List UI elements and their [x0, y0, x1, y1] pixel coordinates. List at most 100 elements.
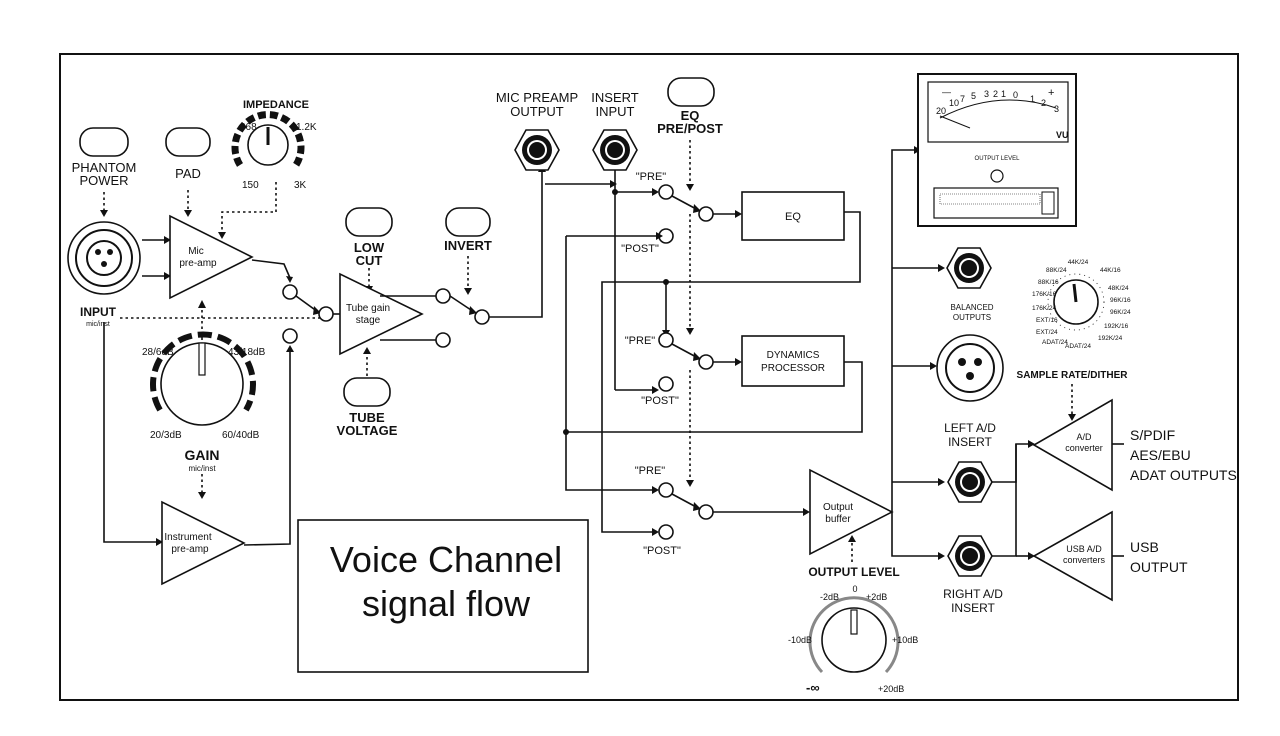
gain-knob[interactable] [150, 331, 256, 426]
eq-pre-post-button[interactable] [667, 77, 715, 107]
eq-block [741, 191, 845, 241]
impedance-150: 150 [242, 180, 259, 191]
invert-switch [474, 309, 490, 325]
vu-minus: — [942, 87, 951, 97]
rate-176k16: 176K/16 [1032, 291, 1057, 298]
input-jack[interactable] [67, 221, 141, 295]
gain-43: 43/18dB [228, 347, 266, 358]
low-cut-button[interactable] [345, 207, 393, 237]
rate-96k16: 96K/16 [1110, 297, 1131, 304]
dyn-post-contact [658, 376, 674, 392]
out-post-label: "POST" [643, 545, 681, 557]
instrument-preamp-block [161, 500, 246, 586]
adat-output-label: ADAT OUTPUTS [1130, 467, 1237, 483]
gain-switch-top-contact [282, 284, 298, 300]
invert-button[interactable] [445, 207, 491, 237]
invert-label: INVERT [444, 238, 492, 253]
impedance-368: 368 [240, 122, 257, 133]
vu-scale-1: 1 [1001, 89, 1006, 99]
meter-led [990, 169, 1004, 183]
dyn-post-label: "POST" [641, 395, 679, 407]
sample-rate-label: SAMPLE RATE/DITHER [1017, 370, 1129, 381]
gain-switch-bottom-contact [282, 328, 298, 344]
vu-scale-20: 20 [936, 106, 946, 116]
input-sub-label: mic/inst [86, 321, 110, 328]
out-level-minf: -∞ [806, 680, 820, 695]
dyn-pre-contact [658, 332, 674, 348]
out-level-p2: +2dB [866, 592, 887, 602]
tube-gain-stage-block [339, 272, 424, 356]
right-ad-insert-jack[interactable] [947, 535, 993, 577]
left-ad-insert-jack[interactable] [947, 461, 993, 503]
output-level-knob[interactable] [808, 596, 900, 674]
meter-output-level-label: OUTPUT LEVEL [975, 156, 1021, 162]
rate-96k24: 96K/24 [1110, 309, 1131, 316]
vu-plus: + [1048, 87, 1054, 99]
rate-44k24: 44K/24 [1068, 259, 1089, 266]
out-pre-contact [658, 482, 674, 498]
rate-192k16: 192K/16 [1104, 323, 1129, 330]
eq-post-label: "POST" [621, 243, 659, 255]
rate-88k16: 88K/16 [1038, 279, 1059, 286]
sample-rate-knob[interactable] [1047, 273, 1105, 331]
eq-pre-contact [658, 184, 674, 200]
gain-60: 60/40dB [222, 430, 260, 441]
usb-output-label-1: USB [1130, 539, 1159, 555]
dyn-switch [698, 354, 714, 370]
ad-converter-block [1032, 398, 1113, 492]
invert-switch-top-contact [435, 288, 451, 304]
rate-48k24: 48K/24 [1108, 285, 1129, 292]
vu-label: VU [1056, 130, 1069, 140]
rate-ext16: EXT/16 [1036, 317, 1058, 324]
mic-preamp-output-jack[interactable] [514, 129, 560, 171]
rate-ext24: EXT/24 [1036, 329, 1058, 336]
balanced-output-jack[interactable] [946, 247, 992, 289]
eq-pre-label: "PRE" [636, 171, 667, 183]
pad-label: PAD [175, 166, 201, 181]
aesebu-output-label: AES/EBU [1130, 447, 1191, 463]
rate-44k16: 44K/16 [1100, 267, 1121, 274]
out-switch [698, 504, 714, 520]
rate-88k24: 88K/24 [1046, 267, 1067, 274]
dynamics-block [741, 335, 845, 387]
vu-scale-7: 7 [960, 94, 965, 104]
tube-voltage-button[interactable] [343, 377, 391, 407]
vu-scale-p1: 1 [1030, 94, 1035, 104]
vu-scale-10: 10 [949, 98, 959, 108]
impedance-label: IMPEDANCE [243, 99, 309, 111]
usb-output-label-2: OUTPUT [1130, 559, 1188, 575]
spdif-output-label: S/PDIF [1130, 427, 1175, 443]
impedance-knob[interactable] [231, 111, 305, 167]
out-level-m10: -10dB [788, 635, 812, 645]
vu-scale-0: 0 [1013, 90, 1018, 100]
out-pre-label: "PRE" [635, 465, 666, 477]
outer-frame [59, 53, 1239, 701]
impedance-3k: 3K [294, 180, 307, 191]
insert-input-jack[interactable] [592, 129, 638, 171]
mic-preamp-block [169, 214, 254, 300]
eq-label: EQ [785, 211, 801, 223]
title-line1: Voice Channel [330, 539, 562, 580]
gain-20: 20/3dB [150, 430, 182, 441]
pad-button[interactable] [165, 127, 211, 157]
out-level-m2: -2dB [820, 592, 839, 602]
vu-scale-3: 3 [984, 89, 989, 99]
vu-scale-5: 5 [971, 91, 976, 101]
xlr-output-jack[interactable] [936, 334, 1004, 402]
phantom-power-button[interactable] [79, 127, 129, 157]
gain-sub-label: mic/inst [188, 464, 216, 473]
rate-192k24: 192K/24 [1098, 335, 1123, 342]
invert-switch-bottom-contact [435, 332, 451, 348]
